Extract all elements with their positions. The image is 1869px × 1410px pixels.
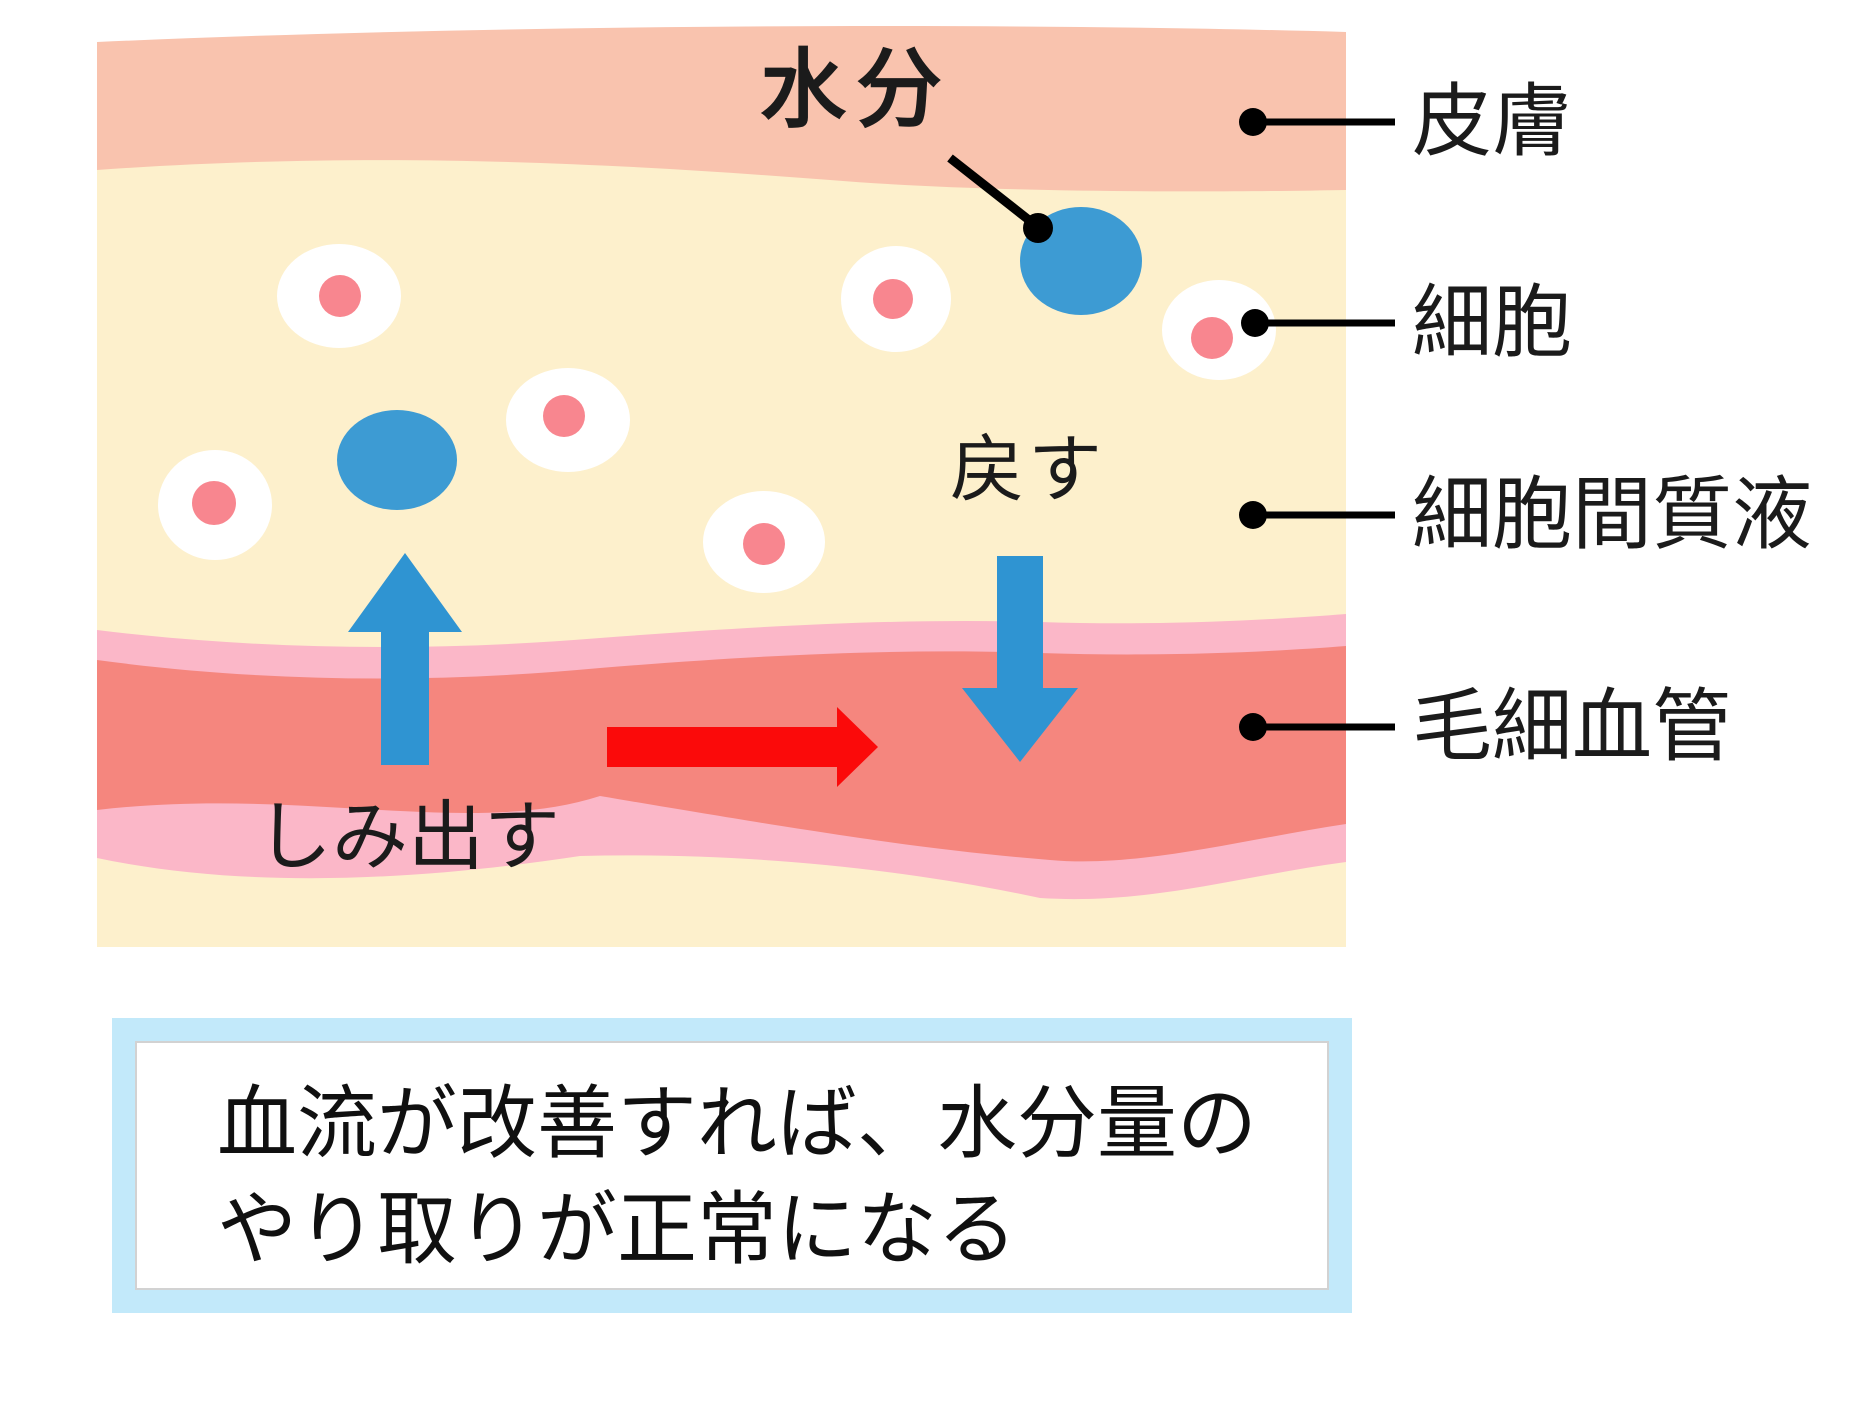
caption-line-2: やり取りが正常になる (217, 1183, 1017, 1276)
up-arrow-icon (348, 553, 462, 765)
caption-line-1: 血流が改善すれば、水分量の (217, 1077, 1257, 1170)
callout-dot (1239, 501, 1267, 529)
caption-box: 血流が改善すれば、水分量の やり取りが正常になる (112, 1018, 1352, 1313)
moisture-annotation: 水分 (760, 40, 952, 140)
callout-skin (1239, 108, 1395, 136)
cells-group (158, 244, 1276, 593)
return-annotation: 戻す (950, 427, 1106, 513)
callout-cell (1241, 309, 1395, 337)
seep-out-annotation: しみ出す (256, 792, 560, 881)
callout-dot (1239, 108, 1267, 136)
water-drop-icon (337, 410, 457, 510)
skin-layer-shape (97, 26, 1346, 192)
layer-label-cell: 細胞 (1412, 276, 1572, 369)
cell-icon (158, 450, 272, 560)
cell-icon (277, 244, 401, 348)
moisture-leader (947, 154, 1053, 243)
blood-flow-arrow-icon (607, 707, 878, 787)
caption-text: 血流が改善すれば、水分量の やり取りが正常になる (217, 1071, 1257, 1283)
callout-capillary (1239, 713, 1395, 741)
layer-label-interstitial-fluid: 細胞間質液 (1412, 468, 1812, 561)
callout-dot (1241, 309, 1269, 337)
cell-icon (841, 246, 951, 352)
callout-dot (1239, 713, 1267, 741)
callout-interstitial (1239, 501, 1395, 529)
down-arrow-icon (962, 556, 1078, 762)
layer-label-skin: 皮膚 (1412, 75, 1572, 168)
cell-icon (506, 368, 630, 472)
leader-line (947, 154, 1037, 228)
cell-icon (1162, 280, 1276, 380)
callout-dot (1023, 213, 1053, 243)
cell-icon (703, 491, 825, 593)
caption-inner-panel: 血流が改善すれば、水分量の やり取りが正常になる (135, 1041, 1329, 1290)
layer-label-capillary: 毛細血管 (1412, 680, 1732, 773)
